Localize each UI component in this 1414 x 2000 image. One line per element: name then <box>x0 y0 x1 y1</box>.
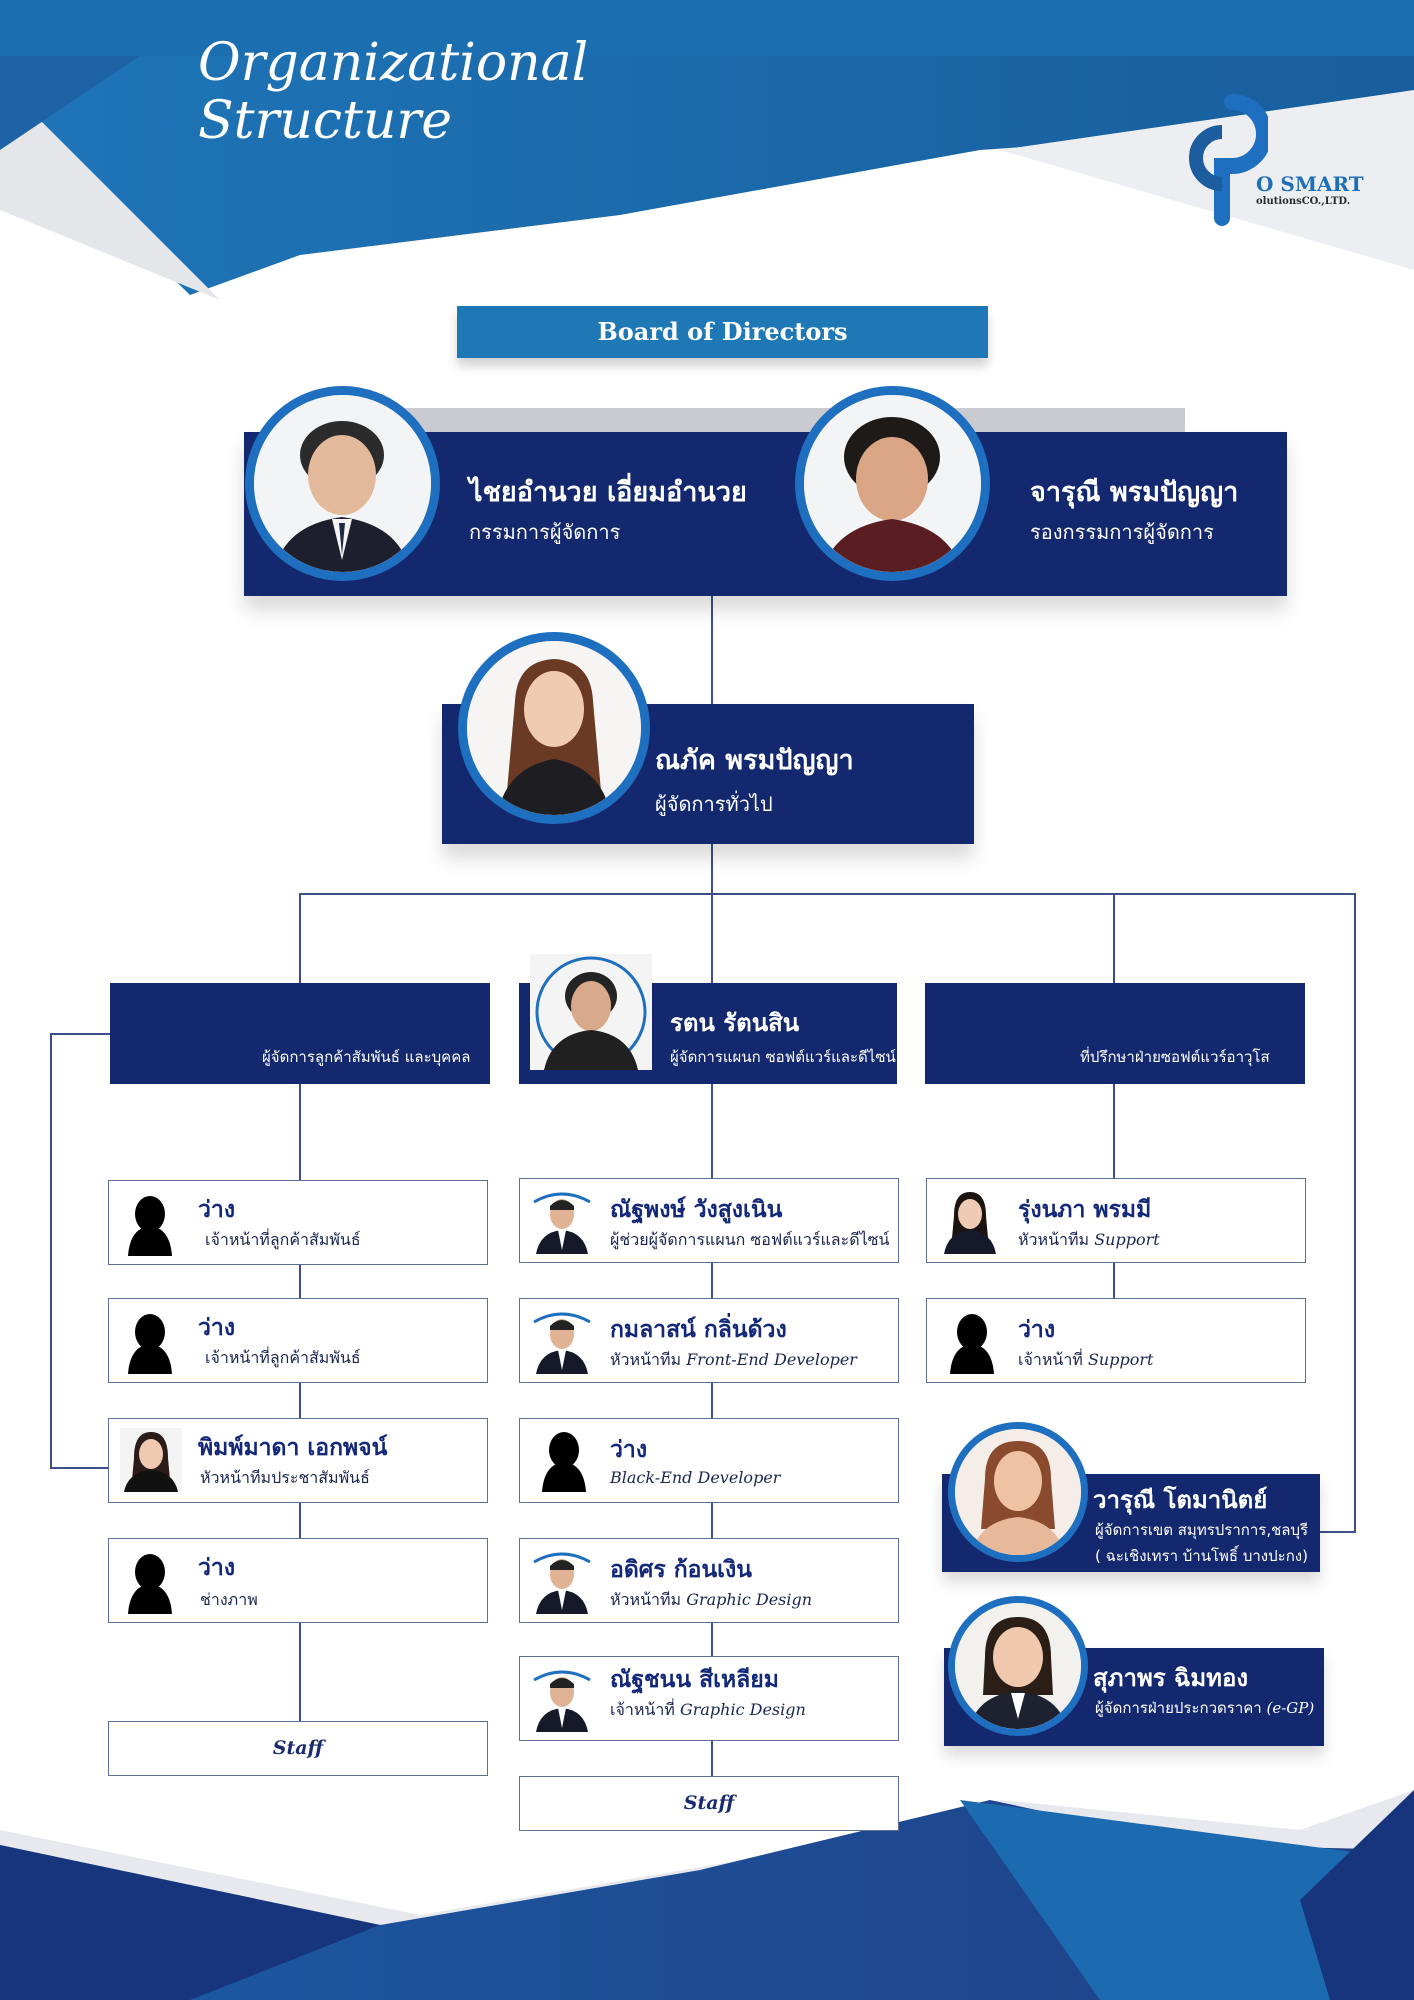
regional-1-name: วารุณี โตมานิตย์ <box>1093 1486 1268 1514</box>
center-card-2-role-en: Front-End Developer <box>686 1350 857 1369</box>
right-card-1-role: หัวหน้าทีม Support <box>1018 1228 1160 1253</box>
dept-center-name: รตน รัตนสิน <box>670 1009 800 1037</box>
person-photo-icon <box>120 1428 182 1492</box>
center-card-3-role: Black-End Developer <box>610 1468 781 1487</box>
vacant-silhouette-icon <box>950 1314 994 1374</box>
left-card-2-role: เจ้าหน้าที่ลูกค้าสัมพันธ์ <box>205 1348 361 1367</box>
person-photo-icon <box>533 1670 591 1732</box>
person-photo-icon <box>533 1192 591 1254</box>
regional-2-role: ผู้จัดการฝ่ายประกวดราคา (e-GP) <box>1095 1696 1314 1720</box>
right-card-2-role: เจ้าหน้าที่ Support <box>1018 1348 1153 1373</box>
dept-center-avatar <box>530 954 652 1070</box>
right-card-2-role-en: Support <box>1087 1350 1154 1369</box>
person-photo-icon <box>533 1552 591 1614</box>
board-member-1-name: ไชยอำนวย เอี่ยมอำนวย <box>469 477 747 508</box>
center-card-2-role: หัวหน้าทีม Front-End Developer <box>610 1348 857 1373</box>
dept-center-role: ผู้จัดการแผนก ซอฟต์แวร์และดีไซน์ <box>670 1048 896 1066</box>
logo-mark-icon <box>1189 94 1268 226</box>
regional-2-name: สุภาพร ฉิมทอง <box>1093 1664 1249 1692</box>
dept-left-panel <box>110 983 490 1084</box>
connector-line <box>299 893 1355 895</box>
left-card-3-name: พิมพ์มาดา เอกพจน์ <box>198 1435 388 1461</box>
connector-line <box>50 1033 110 1035</box>
person-photo-icon <box>467 641 641 815</box>
connector-line <box>1113 893 1115 983</box>
general-manager-avatar <box>458 632 650 824</box>
vacant-silhouette-icon <box>128 1196 172 1256</box>
left-card-1-name: ว่าง <box>198 1197 236 1223</box>
vacant-silhouette-icon <box>128 1314 172 1374</box>
center-card-1-role: ผู้ช่วยผู้จัดการแผนก ซอฟต์แวร์และดีไซน์ <box>610 1230 890 1249</box>
right-card-1-name: รุ่งนภา พรมมี <box>1018 1197 1152 1223</box>
left-card-3-role: หัวหน้าทีมประชาสัมพันธ์ <box>200 1468 370 1487</box>
person-photo-icon <box>804 395 981 572</box>
title-line-1: Organizational <box>198 33 589 93</box>
person-photo-icon <box>944 1192 996 1254</box>
center-card-4-role: หัวหน้าทีม Graphic Design <box>610 1588 812 1613</box>
center-card-5-role: เจ้าหน้าที่ Graphic Design <box>610 1698 806 1723</box>
left-card-4-role: ช่างภาพ <box>200 1590 258 1609</box>
left-staff-box: Staff <box>108 1721 488 1776</box>
regional-2-avatar <box>948 1596 1088 1736</box>
center-card-5-name: ณัฐชนน สีเหลียม <box>610 1667 779 1693</box>
connector-line <box>50 1033 52 1469</box>
dept-right-panel <box>925 983 1305 1084</box>
left-card-4-name: ว่าง <box>198 1555 236 1581</box>
logo-subtitle: olutionsCO.,LTD. <box>1256 196 1351 207</box>
connector-line <box>1316 1531 1356 1533</box>
center-card-4-name: อดิศร ก้อนเงิน <box>610 1557 752 1583</box>
person-photo-icon <box>955 1429 1081 1555</box>
title-line-2: Structure <box>198 91 453 151</box>
person-photo-icon <box>955 1603 1081 1729</box>
company-logo: O SMART olutionsCO.,LTD. <box>1184 92 1396 236</box>
board-shadow-bar <box>405 408 1185 436</box>
center-card-1-name: ณัฐพงษ์ วังสูงเนิน <box>610 1197 783 1223</box>
board-member-2-avatar <box>795 386 990 581</box>
board-member-2-name: จารุณี พรมปัญญา <box>1030 477 1239 508</box>
board-member-2-role: รองกรรมการผู้จัดการ <box>1030 520 1214 544</box>
center-card-4-role-en: Graphic Design <box>686 1590 813 1609</box>
connector-line <box>711 596 713 706</box>
board-member-1-avatar <box>245 386 440 581</box>
connector-line <box>50 1467 110 1469</box>
dept-left-role: ผู้จัดการลูกค้าสัมพันธ์ และบุคคล <box>262 1048 471 1066</box>
right-card-1-role-prefix: หัวหน้าทีม <box>1018 1230 1090 1249</box>
regional-1-avatar <box>948 1422 1088 1562</box>
general-manager-name: ณภัค พรมปัญญา <box>655 745 854 776</box>
center-card-4-role-prefix: หัวหน้าทีม <box>610 1590 682 1609</box>
regional-2-role-prefix: ผู้จัดการฝ่ายประกวดราคา <box>1095 1699 1262 1717</box>
connector-line <box>711 893 713 983</box>
general-manager-role: ผู้จัดการทั่วไป <box>655 792 773 816</box>
connector-line <box>1354 893 1356 1533</box>
center-card-2-name: กมลาสน์ กลิ่นด้วง <box>610 1317 787 1343</box>
center-staff-box: Staff <box>519 1776 899 1831</box>
person-photo-icon <box>254 395 431 572</box>
page-title: Organizational Structure <box>198 34 588 150</box>
connector-line <box>711 843 713 893</box>
regional-1-role-line-2: ( ฉะเชิงเทรา บ้านโพธิ์ บางปะกง) <box>1095 1547 1308 1565</box>
right-card-1-role-en: Support <box>1094 1230 1160 1249</box>
left-card-1-role: เจ้าหน้าที่ลูกค้าสัมพันธ์ <box>205 1230 361 1249</box>
regional-2-role-en: (e-GP) <box>1266 1699 1315 1717</box>
center-card-5-role-prefix: เจ้าหน้าที่ <box>610 1700 675 1719</box>
connector-line <box>299 1083 301 1721</box>
left-card-2-name: ว่าง <box>198 1315 236 1341</box>
vacant-silhouette-icon <box>128 1554 172 1614</box>
right-card-2-role-prefix: เจ้าหน้าที่ <box>1018 1350 1083 1369</box>
person-photo-icon <box>535 956 647 1070</box>
dept-right-role: ที่ปรึกษาฝ่ายซอฟต์แวร์อาวุโส <box>1080 1048 1270 1066</box>
person-photo-icon <box>533 1312 591 1374</box>
board-member-1-role: กรรมการผู้จัดการ <box>469 520 621 544</box>
right-card-2-name: ว่าง <box>1018 1317 1056 1343</box>
center-card-3-name: ว่าง <box>610 1437 648 1463</box>
vacant-silhouette-icon <box>542 1432 586 1492</box>
connector-line <box>299 893 301 983</box>
board-of-directors-header: Board of Directors <box>457 306 988 358</box>
regional-1-role-line-1: ผู้จัดการเขต สมุทรปราการ,ชลบุรี <box>1095 1521 1309 1539</box>
center-card-5-role-en: Graphic Design <box>679 1700 806 1719</box>
center-card-2-role-prefix: หัวหน้าทีม <box>610 1350 682 1369</box>
logo-name: O SMART <box>1256 172 1364 196</box>
